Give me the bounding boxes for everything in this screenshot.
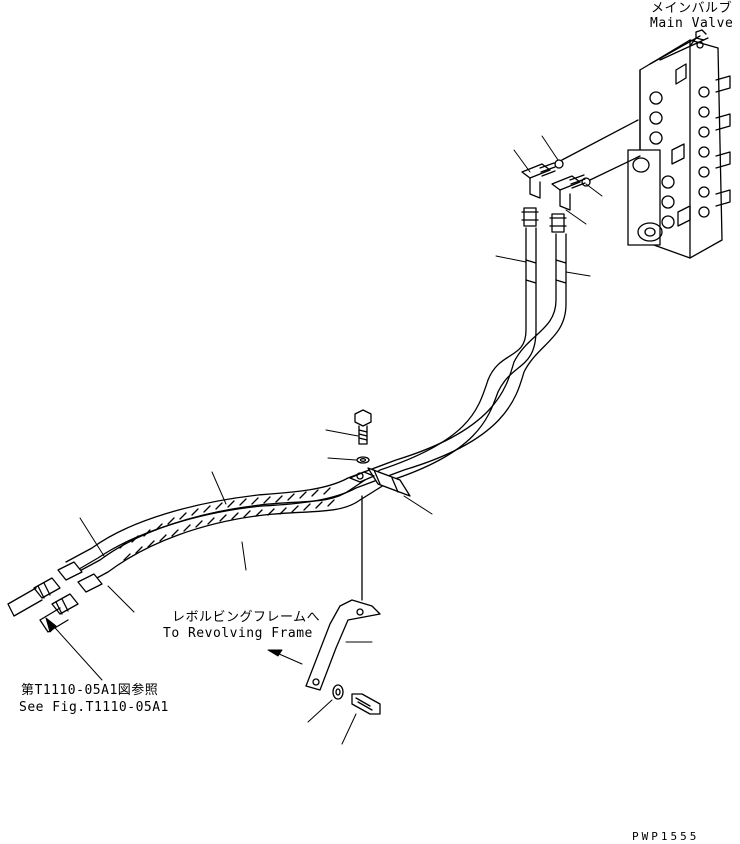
revolving-frame-label-en: To Revolving Frame bbox=[163, 626, 313, 641]
main-valve-label-jp: メインバルブ bbox=[651, 1, 733, 16]
clamp-and-bracket bbox=[305, 467, 411, 691]
lower-bolt bbox=[332, 684, 381, 715]
main-valve-label-en: Main Valve bbox=[650, 16, 734, 31]
hose-end-fittings bbox=[7, 561, 103, 633]
reference-label-en: See Fig.T1110-05A1 bbox=[19, 700, 169, 715]
upper-bolt bbox=[354, 409, 372, 464]
leader-lines bbox=[79, 135, 603, 745]
reference-label-jp: 第T1110-05A1図参照 bbox=[21, 683, 159, 698]
direction-arrows bbox=[45, 617, 303, 681]
elbow-fittings bbox=[521, 119, 641, 233]
drawing-code: PWP1555 bbox=[632, 830, 700, 843]
hoses bbox=[65, 227, 567, 587]
revolving-frame-label-jp: レボルビングフレームへ bbox=[172, 610, 321, 625]
main-valve-assembly bbox=[627, 29, 731, 259]
